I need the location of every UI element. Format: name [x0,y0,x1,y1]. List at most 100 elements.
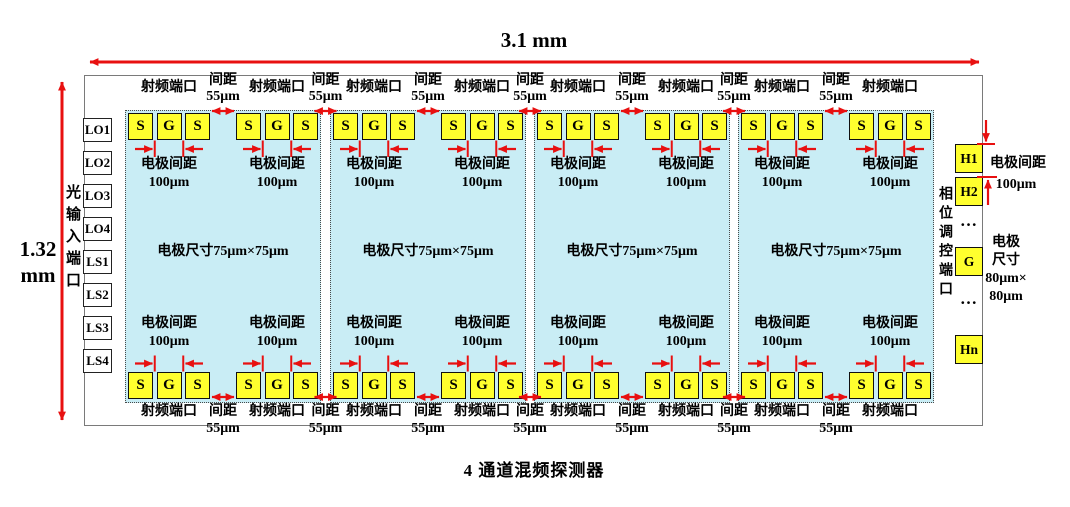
electrode-pad-S: S [741,113,766,140]
electrode-pad-S: S [293,372,318,399]
rf-port-label: 射频端口 [249,404,305,419]
optical-port-LS2: LS2 [83,283,112,307]
electrode-pitch-label: 电极间距 [346,316,402,331]
pitch-value: 55μm [206,421,240,436]
electrode-pad-S: S [906,372,931,399]
electrode-pitch-value: 100μm [461,334,503,349]
electrode-size-label: 电极尺寸75μm×75μm [566,244,698,259]
pitch-value: 55μm [206,89,240,104]
pitch-value: 55μm [308,421,343,436]
pitch-label: 间距 [311,404,340,419]
optical-port-LS3: LS3 [83,316,112,340]
electrode-pitch-label: 电极间距 [658,157,714,172]
rf-port-label: 射频端口 [658,80,714,95]
optical-port-LO2: LO2 [83,151,112,175]
pitch-label: 间距 [209,73,237,88]
height-dimension-label: 1.32 mm [12,236,64,289]
electrode-pad-S: S [185,372,210,399]
electrode-pad-S: S [128,372,153,399]
height-dimension-value: 1.32 [19,237,57,261]
pitch-value: 55μm [513,89,547,104]
rf-port-label: 射频端口 [862,404,918,419]
channel-block-1 [125,110,321,403]
phase-pad-H1: H1 [955,144,983,173]
ellipsis-dots: … [960,289,978,308]
right-electrode-size-label: 电极 尺寸 80μm× 80μm [975,234,1037,306]
pitch-value: 55μm [819,421,853,436]
electrode-pad-S: S [128,113,153,140]
electrode-pitch-value: 100μm [761,334,803,349]
electrode-pad-G: G [673,113,699,140]
pitch-label: 间距 [618,404,646,419]
electrode-pitch-value: 100μm [761,175,803,190]
rf-port-label: 射频端口 [346,80,402,95]
pitch-label: 间距 [720,73,748,88]
height-dimension-unit: mm [20,263,56,288]
optical-port-LO4: LO4 [83,217,112,241]
channel-block-4 [738,110,934,403]
phase-pad-Hn: Hn [955,335,983,364]
right-electrode-size-line: 尺寸 [992,253,1020,268]
electrode-pad-S: S [441,113,466,140]
electrode-pad-S: S [594,113,619,140]
electrode-pad-S: S [645,372,670,399]
electrode-pitch-label: 电极间距 [550,316,606,331]
pitch-value: 55μm [411,89,445,104]
pitch-label: 间距 [516,404,544,419]
phase-pad-H2: H2 [955,177,983,206]
rf-port-label: 射频端口 [754,80,810,95]
electrode-pitch-label: 电极间距 [141,316,197,331]
electrode-pad-G: G [673,372,699,399]
electrode-pitch-label: 电极间距 [550,157,606,172]
electrode-pad-G: G [156,372,182,399]
rf-port-label: 射频端口 [754,404,810,419]
rf-port-label: 射频端口 [249,80,305,95]
electrode-pad-S: S [645,113,670,140]
electrode-pad-S: S [498,113,523,140]
electrode-pad-G: G [361,372,387,399]
electrode-pitch-value: 100μm [869,175,911,190]
figure-caption: 4 通道混频探测器 [463,461,605,480]
electrode-pad-S: S [293,113,318,140]
electrode-pitch-label: 电极间距 [249,157,305,172]
electrode-pitch-value: 100μm [148,175,190,190]
electrode-pad-S: S [333,113,358,140]
electrode-pitch-value: 100μm [557,175,599,190]
rf-port-label: 射频端口 [454,80,510,95]
pitch-label: 间距 [618,73,646,88]
electrode-pad-S: S [849,372,874,399]
electrode-pad-S: S [236,372,261,399]
electrode-pitch-label: 电极间距 [454,157,510,172]
channel-block-3 [534,110,730,403]
pitch-label: 间距 [414,404,442,419]
rf-port-label: 射频端口 [454,404,510,419]
pitch-value: 55μm [819,89,853,104]
rf-port-label: 射频端口 [550,404,606,419]
right-electrode-pitch-value: 100μm [995,177,1037,192]
pitch-value: 55μm [615,421,649,436]
electrode-pitch-value: 100μm [557,334,599,349]
right-electrode-size-line: 电极 [992,235,1020,250]
electrode-size-label: 电极尺寸75μm×75μm [362,244,494,259]
electrode-size-label: 电极尺寸75μm×75μm [770,244,902,259]
pitch-label: 间距 [822,73,850,88]
rf-port-label: 射频端口 [346,404,402,419]
ellipsis-dots: … [960,211,978,230]
electrode-pad-S: S [333,372,358,399]
pitch-value: 55μm [308,89,343,104]
electrode-pitch-label: 电极间距 [754,316,810,331]
electrode-pad-G: G [769,113,795,140]
